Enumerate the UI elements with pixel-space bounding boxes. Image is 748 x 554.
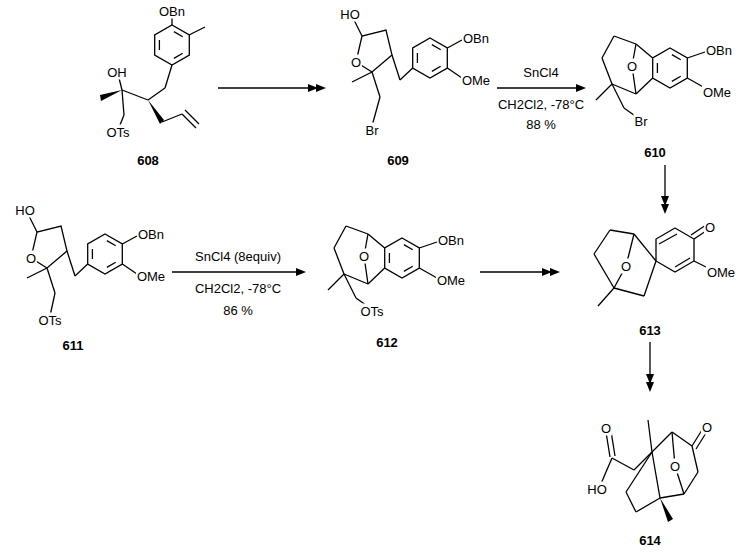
atom-label: Br (365, 123, 380, 138)
atom-label: OBn (437, 233, 465, 248)
atom-label: OMe (461, 73, 491, 88)
structure-611 (27, 212, 137, 316)
structure-612 (328, 226, 437, 308)
compound-number: 611 (63, 339, 84, 352)
atom-label: HO (586, 482, 608, 497)
compound-number: 612 (376, 336, 398, 349)
atom-label: O (25, 251, 37, 266)
compound-number: 614 (639, 534, 661, 547)
atom-label: OTs (105, 125, 130, 140)
compound-number: 609 (387, 154, 409, 167)
atom-label: O (626, 59, 638, 74)
reaction-arrow (218, 84, 326, 92)
reagent-text: CH2Cl2, -78°C (195, 282, 281, 295)
structure-609 (352, 16, 462, 126)
reagent-text: CH2Cl2, -78°C (498, 98, 584, 111)
reagent-text: 86 % (223, 304, 253, 317)
compound-number: 608 (137, 154, 159, 167)
atom-label: OBn (158, 3, 186, 18)
atom-label: HO (14, 203, 36, 218)
atom-label: OH (106, 65, 128, 80)
atom-label: OMe (702, 85, 732, 100)
reagent-text: SnCl4 (8equiv) (195, 250, 281, 263)
atom-label: Br (634, 114, 649, 129)
atom-label: O (600, 421, 612, 436)
atom-label: OMe (136, 269, 166, 284)
atom-label: O (358, 249, 370, 264)
atom-label: OTs (359, 304, 384, 319)
atom-label: O (620, 259, 632, 274)
atom-label: OMe (436, 273, 466, 288)
multistep-arrow (646, 342, 654, 392)
atom-label: OBn (705, 43, 733, 58)
atom-label: OBn (137, 227, 165, 242)
atom-label: O (669, 459, 681, 474)
atom-label: O (701, 420, 713, 435)
multistep-arrow (480, 268, 560, 276)
atom-label: HO (339, 7, 361, 22)
atom-label: OBn (462, 31, 490, 46)
compound-number: 613 (639, 324, 661, 337)
atom-label: O (704, 220, 716, 235)
structure-610 (596, 36, 705, 118)
atom-label: OMe (706, 265, 736, 280)
compound-number: 610 (644, 146, 666, 159)
multistep-arrow (661, 165, 669, 214)
reaction-arrow (497, 84, 586, 92)
atom-label: O (350, 55, 362, 70)
reagent-text: 88 % (526, 118, 556, 131)
reaction-arrow (172, 268, 306, 276)
atom-label: OTs (37, 313, 62, 328)
structure-613 (594, 225, 712, 306)
structure-614 (600, 420, 706, 522)
structure-608 (100, 12, 205, 130)
reagent-text: SnCl4 (523, 66, 558, 79)
